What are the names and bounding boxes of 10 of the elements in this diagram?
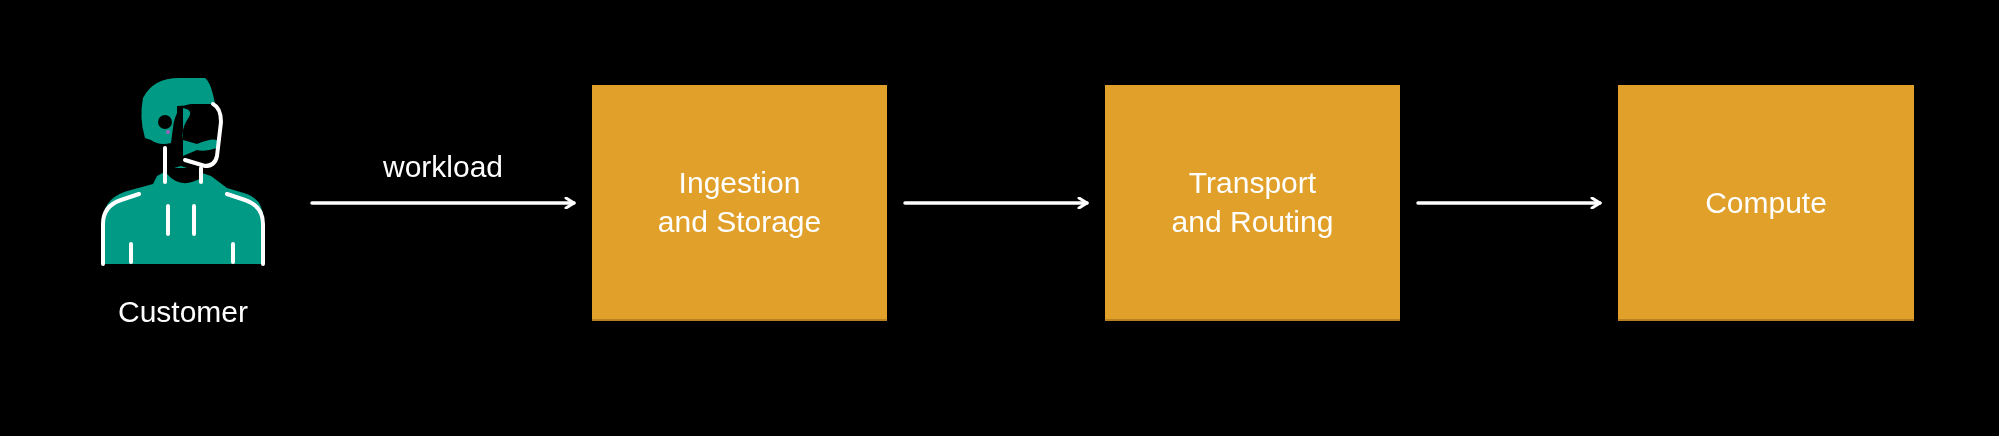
- arrow: [1416, 196, 1602, 210]
- process-box: [592, 85, 887, 321]
- arrow: [310, 196, 576, 210]
- process-box: [1618, 85, 1914, 321]
- actor-label: Customer: [117, 294, 248, 330]
- process-box: [1105, 85, 1400, 321]
- box-label: Transport and Routing: [1170, 165, 1335, 240]
- box-label: Compute: [1704, 184, 1828, 221]
- box-label: Ingestion and Storage: [656, 165, 823, 240]
- arrow: [903, 196, 1089, 210]
